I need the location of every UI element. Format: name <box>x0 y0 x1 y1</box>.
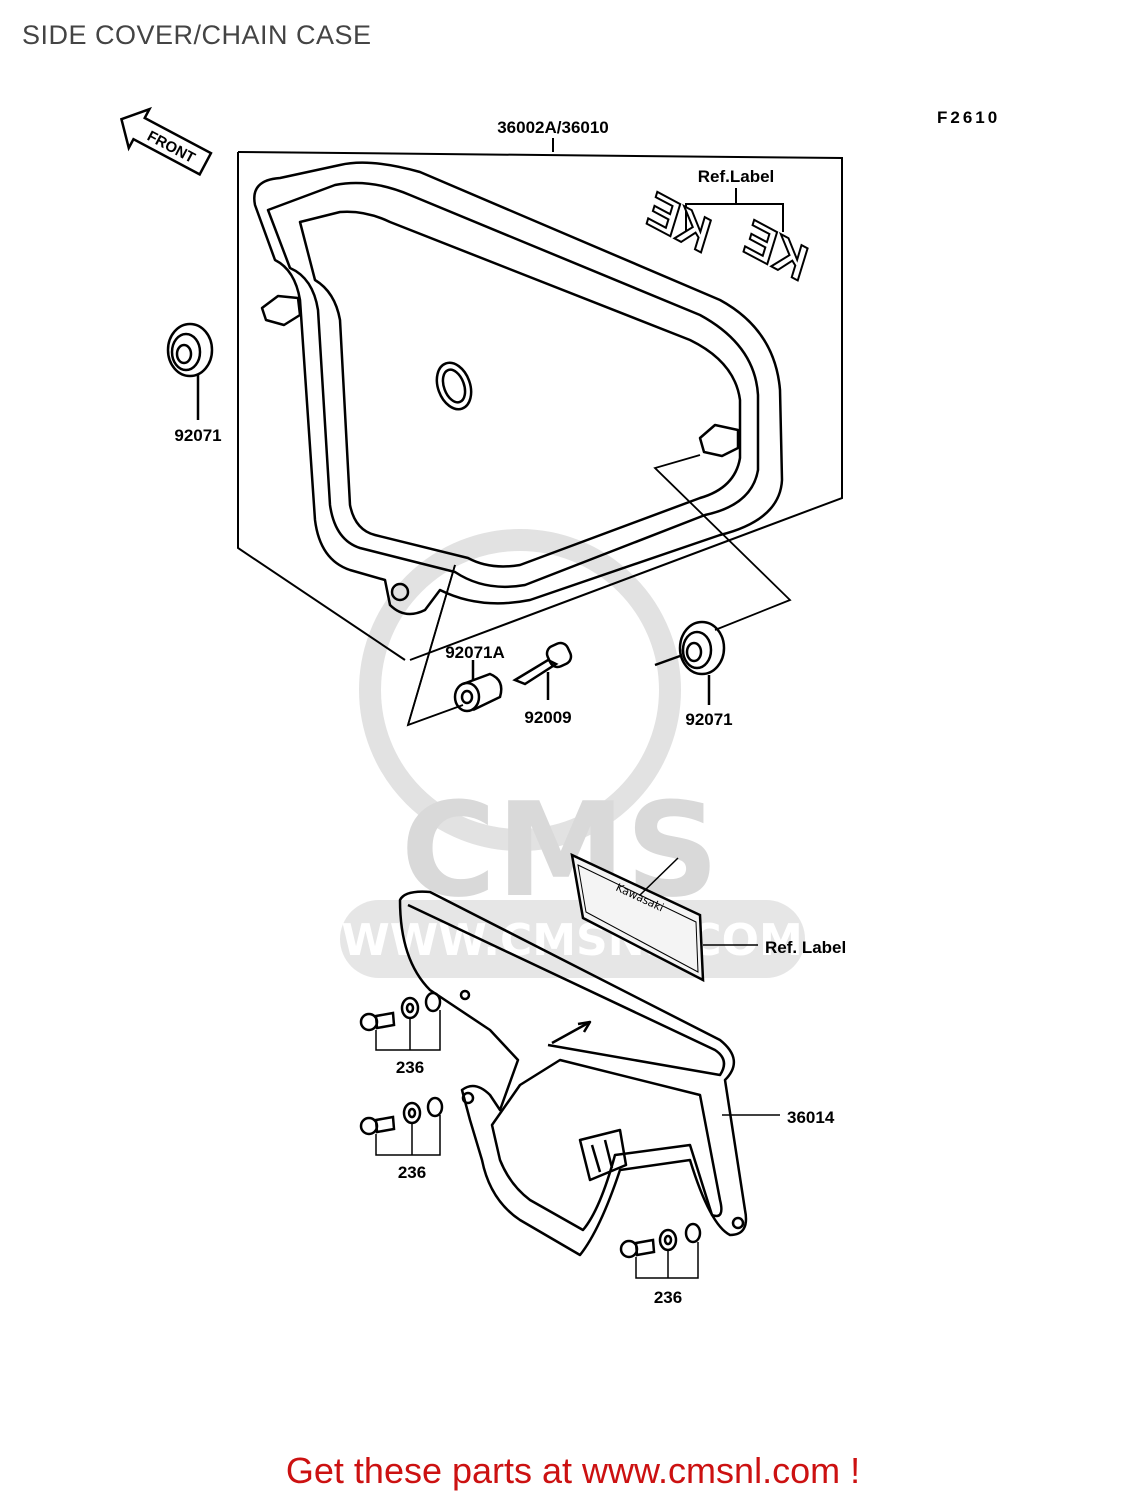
watermark-url: WWW.CMSNL.COM <box>341 915 803 966</box>
callout-side-cover: 36002A/36010 <box>497 118 609 137</box>
ke-decal-mirror: KE <box>636 184 722 263</box>
ref-label-top-leader <box>685 188 784 232</box>
collar-and-bolt <box>453 641 573 713</box>
footer-link-text[interactable]: Get these parts at www.cmsnl.com ! <box>285 1450 861 1491</box>
callout-bolt-set-1: 236 <box>396 1058 424 1077</box>
kawasaki-label-sticker: Kawasaki <box>570 852 758 983</box>
page-title: SIDE COVER/CHAIN CASE <box>22 20 372 50</box>
chain-case <box>398 890 780 1257</box>
parts-diagram: CMS WWW.CMSNL.COM F2610 FRONT 36002A/360… <box>119 106 1000 1307</box>
callout-collar: 92071A <box>445 643 505 662</box>
bolt-set-2 <box>359 1096 444 1156</box>
grommet-left <box>166 322 214 420</box>
side-cover-bracket <box>237 138 843 661</box>
callout-chain-case: 36014 <box>787 1108 835 1127</box>
callout-ref-label-bottom: Ref. Label <box>765 938 846 957</box>
front-arrow-icon: FRONT <box>119 106 213 177</box>
callout-bolt-set-2: 236 <box>398 1163 426 1182</box>
figure-code: F2610 <box>937 108 1000 127</box>
bolt-set-1 <box>359 991 442 1051</box>
pin-leaders <box>406 454 792 727</box>
callout-grommet-left: 92071 <box>174 426 221 445</box>
grommet-right <box>654 620 726 705</box>
callout-grommet-right: 92071 <box>685 710 732 729</box>
callout-bolt-set-3: 236 <box>654 1288 682 1307</box>
side-cover <box>253 161 784 616</box>
ke-decal-mirror-2: KE <box>733 212 819 291</box>
callout-ref-label-top: Ref.Label <box>698 167 775 186</box>
bolt-set-3 <box>619 1222 702 1279</box>
watermark: CMS WWW.CMSNL.COM <box>340 529 805 978</box>
callout-bolt: 92009 <box>524 708 571 727</box>
